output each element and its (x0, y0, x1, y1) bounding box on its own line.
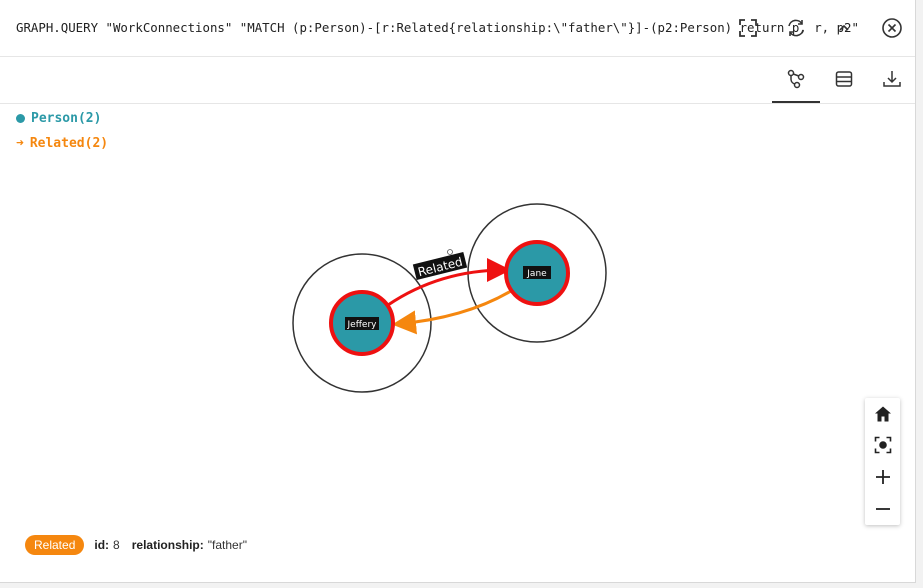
prop-value-id: 8 (113, 538, 120, 552)
fullscreen-icon (739, 19, 757, 37)
collapse-button[interactable] (830, 14, 858, 42)
graph-icon (787, 69, 805, 89)
download-button[interactable] (868, 57, 916, 101)
rerun-button[interactable] (782, 14, 810, 42)
node-halo-jeffery (292, 253, 432, 393)
prop-key-id: id: (94, 538, 110, 552)
graph-view-tab[interactable] (772, 57, 820, 103)
view-toolbar (0, 57, 915, 104)
prop-key-relationship: relationship: (131, 538, 204, 552)
home-icon (874, 406, 891, 422)
legend-node-type[interactable]: Person(2) (16, 111, 101, 126)
edge-related-selected[interactable] (387, 258, 511, 307)
download-icon (883, 71, 901, 87)
legend-edge-label: Related(2) (29, 136, 109, 151)
zoom-controls (865, 398, 900, 525)
edge-label-box (412, 251, 468, 281)
selection-properties: Related id: 8 relationship: "father" (25, 535, 259, 555)
table-view-tab[interactable] (820, 57, 868, 101)
refresh-icon (788, 19, 804, 37)
prop-value-relationship: "father" (207, 538, 247, 552)
focus-button[interactable] (865, 429, 900, 461)
close-button[interactable] (878, 14, 906, 42)
node-label-jane: Jane (526, 269, 547, 279)
edge-related[interactable] (392, 289, 512, 335)
zoom-in-button[interactable] (865, 461, 900, 493)
node-label-box (523, 266, 551, 279)
selected-type-badge: Related (25, 535, 85, 555)
legend-edge-type[interactable]: ➜ Related(2) (16, 136, 108, 151)
node-label-jeffery: Jeffery (347, 320, 378, 330)
node-dot-icon (16, 114, 25, 123)
zoom-out-button[interactable] (865, 493, 900, 525)
node-label-box (345, 317, 379, 330)
plus-icon (875, 470, 890, 484)
fullscreen-button[interactable] (734, 14, 762, 42)
chevron-up-icon (839, 24, 849, 31)
query-text: GRAPH.QUERY "WorkConnections" "MATCH (p:… (16, 20, 859, 35)
focus-icon (874, 436, 891, 454)
arrow-right-icon: ➜ (16, 136, 24, 151)
edge-handle-icon[interactable] (447, 249, 453, 255)
minus-icon (875, 508, 890, 510)
query-header: GRAPH.QUERY "WorkConnections" "MATCH (p:… (0, 0, 915, 57)
home-button[interactable] (865, 398, 900, 430)
legend-node-label: Person(2) (31, 111, 102, 126)
close-circle-icon (882, 18, 902, 38)
table-icon (835, 71, 853, 87)
